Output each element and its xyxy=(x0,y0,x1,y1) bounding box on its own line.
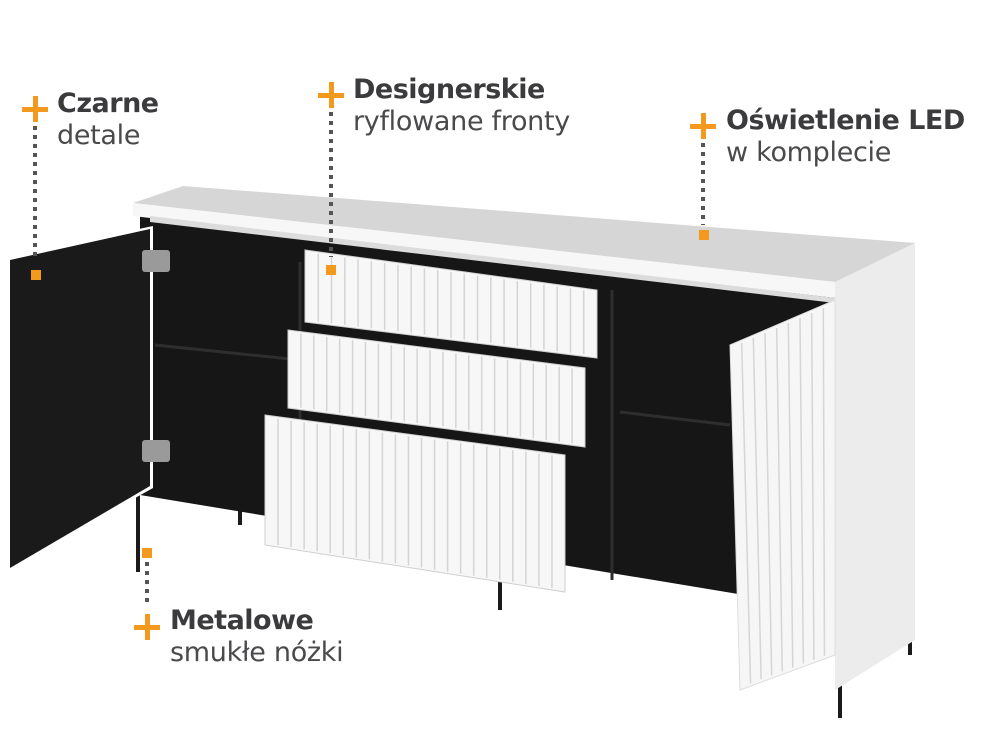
hinge-icons xyxy=(142,250,170,462)
plus-icon xyxy=(134,614,160,640)
leader-line xyxy=(329,112,333,257)
flute-groove xyxy=(799,317,805,664)
callout-subtitle: ryflowane fronty xyxy=(353,106,570,138)
drawer-front[interactable] xyxy=(264,414,566,593)
leader-line xyxy=(145,562,149,606)
marker-dot xyxy=(699,230,709,240)
flute-groove xyxy=(775,327,783,672)
callout-title: Oświetlenie LED xyxy=(726,105,965,136)
plus-icon xyxy=(22,96,48,122)
callout-metal-legs: Metalowe smukłe nóżki xyxy=(170,605,344,670)
callout-black-details: Czarne detale xyxy=(57,88,159,153)
callout-title: Designerskie xyxy=(353,74,545,105)
flute-groove xyxy=(740,342,752,684)
left-door[interactable] xyxy=(10,229,150,568)
top-edge xyxy=(133,203,835,298)
flute-groove xyxy=(764,332,773,676)
plus-icon xyxy=(318,82,344,108)
marker-dot xyxy=(326,265,336,275)
flute-groove xyxy=(810,312,815,660)
callout-subtitle: detale xyxy=(57,120,141,152)
callout-title: Metalowe xyxy=(170,605,314,636)
plus-icon xyxy=(690,113,716,139)
right-door[interactable] xyxy=(729,299,836,691)
callout-led-lighting: Oświetlenie LED w komplecie xyxy=(726,105,965,170)
callout-subtitle: smukłe nóżki xyxy=(170,637,344,669)
callout-title: Czarne xyxy=(57,88,159,119)
marker-dot xyxy=(31,270,41,280)
leader-line xyxy=(33,126,37,261)
led-strip xyxy=(150,216,835,303)
marker-dot xyxy=(142,548,152,558)
side-panel xyxy=(835,243,915,690)
flute-groove xyxy=(752,337,762,680)
callout-fluted-fronts: Designerskie ryflowane fronty xyxy=(353,74,570,139)
flute-groove xyxy=(787,322,794,668)
top-surface xyxy=(133,186,915,282)
callout-subtitle: w komplecie xyxy=(726,137,892,169)
drawer-front[interactable] xyxy=(287,329,586,448)
leader-line xyxy=(701,143,705,225)
flute-groove xyxy=(822,307,826,656)
